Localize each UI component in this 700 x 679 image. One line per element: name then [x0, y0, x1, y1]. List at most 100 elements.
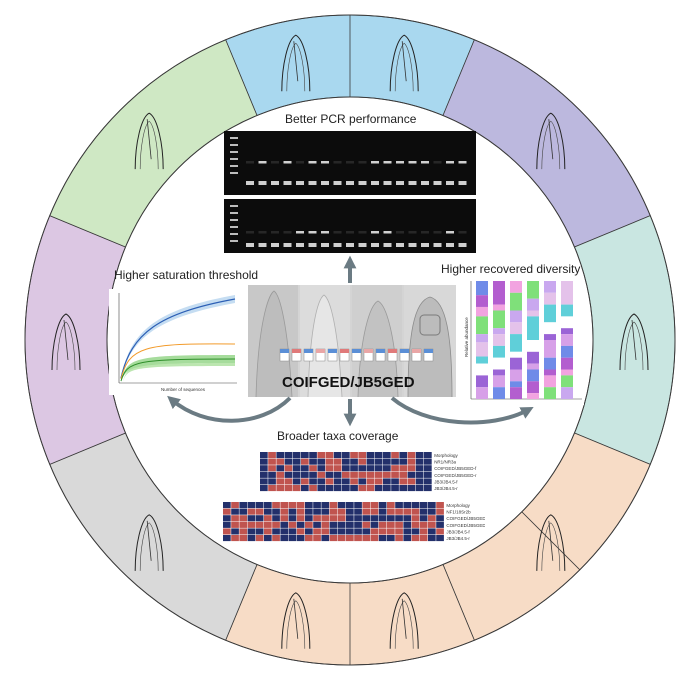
photo-head-2	[307, 294, 343, 397]
heatmap-cell	[403, 502, 412, 509]
heatmap-cell	[296, 502, 305, 509]
nematode-head-7	[281, 592, 311, 649]
nematode-head-drawings	[51, 34, 649, 649]
heatmap-cell	[260, 485, 268, 492]
heatmap-cell	[342, 485, 350, 492]
heatmap-cell	[383, 471, 391, 478]
heatmap-cell	[264, 515, 272, 522]
diversity-segment	[510, 334, 522, 352]
heatmap-cell	[325, 478, 334, 485]
saturation-curve-blue	[120, 298, 236, 379]
heatmap-cell	[350, 452, 358, 459]
heatmap-cell	[378, 528, 387, 535]
heatmap-cell	[374, 452, 383, 459]
heatmap-cell	[346, 502, 354, 509]
heatmap-cell	[301, 485, 309, 492]
heatmap-cell	[354, 508, 362, 515]
heatmap-cell	[284, 485, 293, 492]
tube-cap	[292, 349, 301, 353]
heatmap-cell	[354, 528, 362, 535]
gel-band	[421, 243, 429, 247]
heatmap-cell	[317, 458, 326, 465]
heatmap-row-label: JB3/JB4.5-f	[434, 479, 458, 484]
heatmap-cell	[309, 478, 317, 485]
ring-inner-border	[106, 96, 594, 584]
heatmap-cell	[383, 452, 391, 459]
heatmap-cell	[350, 485, 358, 492]
heatmap-cell	[337, 528, 346, 535]
diversity-ylabel: Relative abundance	[464, 317, 469, 357]
nematode-head-3	[536, 112, 566, 170]
gel-band	[383, 231, 392, 234]
heatmap-cells-top: MorphologyNR1/NR3aCOIFGED/JB5GED-fCOIFGE…	[260, 452, 477, 492]
heatmap-cell	[419, 502, 428, 509]
heatmap-cell	[301, 458, 309, 465]
diversity-segment	[527, 281, 539, 299]
heatmap-cell	[387, 508, 395, 515]
heatmap-cell	[358, 458, 367, 465]
saturation-band-blue	[121, 295, 235, 379]
heatmap-cell	[296, 521, 305, 528]
heatmap-cell	[399, 458, 408, 465]
heatmap-cell	[399, 485, 408, 492]
heatmap-cell	[362, 502, 371, 509]
diversity-segment	[493, 369, 505, 376]
gel-band	[383, 243, 392, 247]
heatmap-row-label: JB3/JB4.5-r	[446, 536, 470, 541]
diversity-segment	[527, 351, 539, 364]
gel-band	[421, 161, 429, 164]
heatmap-cell	[424, 485, 432, 492]
microscopy-photos	[248, 285, 456, 397]
heatmap-cell	[276, 458, 285, 465]
heatmap-cell	[366, 458, 375, 465]
heatmap-cell	[260, 452, 268, 459]
heatmap-cell	[424, 471, 432, 478]
heatmap-cell	[264, 521, 272, 528]
heatmap-cell	[309, 485, 317, 492]
heatmap-cell	[383, 478, 391, 485]
heatmap-cell	[403, 515, 412, 522]
gel-band	[396, 181, 404, 185]
gel-band	[371, 243, 379, 247]
heatmap-cell	[288, 528, 297, 535]
diversity-segment	[476, 375, 488, 388]
heatmap-cell	[383, 458, 391, 465]
head-inner-line	[394, 42, 414, 92]
heatmap-cell	[362, 535, 371, 542]
heatmap-cell	[415, 478, 424, 485]
diversity-segment	[493, 304, 505, 311]
heatmap-cell	[333, 465, 342, 472]
heatmap-cell	[391, 452, 399, 459]
heatmap-cell	[387, 521, 395, 528]
gel-band	[333, 181, 342, 185]
diversity-segment	[544, 334, 556, 340]
gel-band	[408, 231, 417, 234]
gel-band	[408, 243, 417, 247]
heatmap-cell	[342, 471, 350, 478]
heatmap-cell	[292, 458, 301, 465]
tube-cap	[412, 349, 421, 353]
heatmap-cell	[436, 508, 444, 515]
heatmap-cell	[407, 471, 416, 478]
gel-band	[433, 231, 442, 234]
gel-band	[358, 231, 367, 234]
diversity-segment	[476, 387, 488, 399]
heatmap-cell	[342, 452, 350, 459]
gel-band	[346, 161, 354, 164]
heatmap-cell	[305, 508, 313, 515]
saturation-xlabel: Number of sequences	[161, 387, 206, 392]
heatmap-cell	[305, 515, 313, 522]
heatmap-cell	[305, 502, 313, 509]
heatmap-cell	[325, 465, 334, 472]
heatmap-cell	[366, 465, 375, 472]
photo-head-4	[407, 296, 453, 397]
gel-band	[246, 231, 254, 234]
gel-band	[321, 243, 329, 247]
diversity-segment	[510, 357, 522, 370]
head-inner-line	[139, 522, 159, 571]
heatmap-cell	[362, 508, 371, 515]
heatmap-row-label: COIFGED/JB5GED-f	[434, 466, 477, 471]
heatmap-cell	[370, 528, 379, 535]
heatmap-cell	[395, 515, 403, 522]
diversity-segment	[493, 357, 505, 370]
